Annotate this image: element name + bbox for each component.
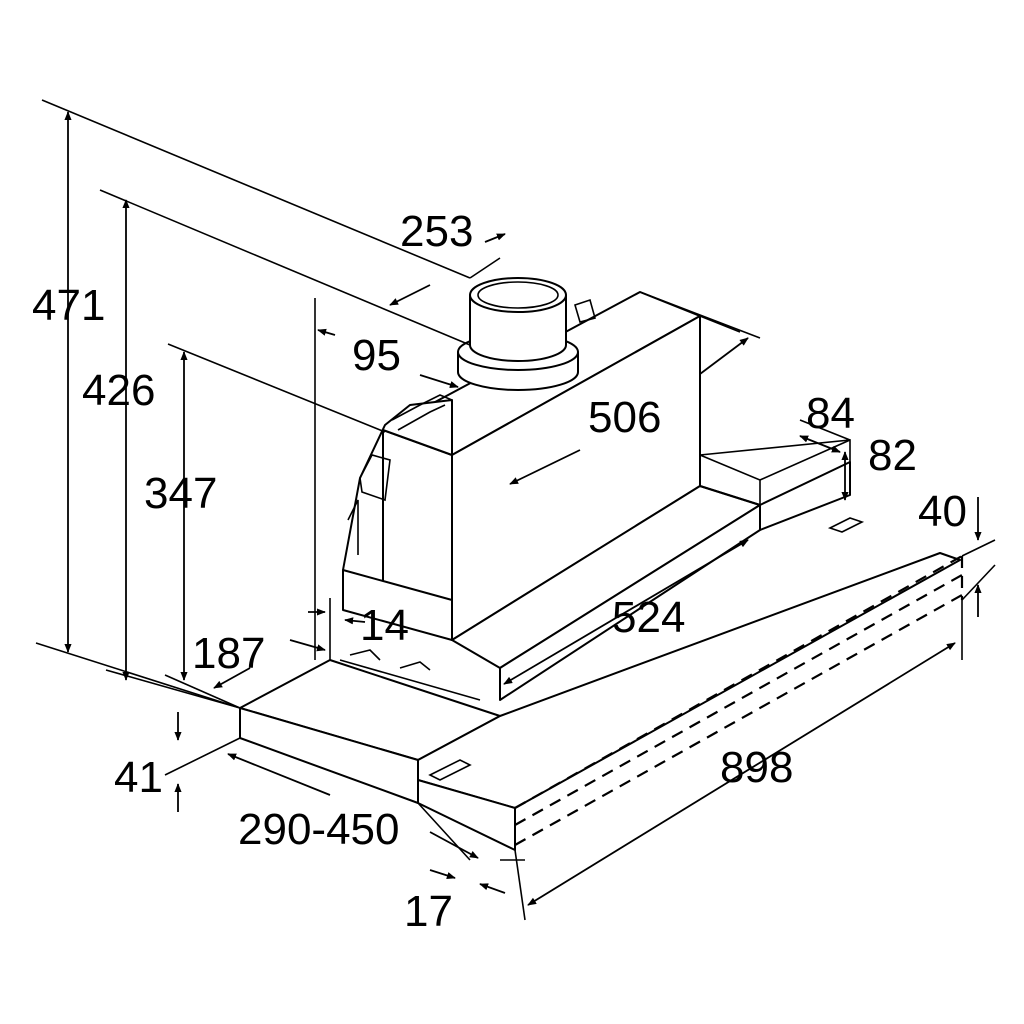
dim-95: 95	[352, 331, 401, 380]
dim-82: 82	[868, 431, 917, 480]
right-wing	[699, 461, 851, 531]
dim-187: 187	[192, 629, 265, 678]
tray-slot	[428, 759, 472, 781]
motor-detail-3	[347, 499, 359, 555]
dim-524: 524	[612, 593, 685, 642]
tray-slot-right	[827, 517, 865, 533]
dim-506: 506	[588, 393, 661, 442]
cabinet-bottom-detail	[339, 649, 481, 701]
dim-898: 898	[720, 743, 793, 792]
dim-426: 426	[82, 366, 155, 415]
dim-347: 347	[144, 469, 217, 518]
dim-253: 253	[400, 207, 473, 256]
motor-detail-1	[391, 394, 453, 421]
dim-41: 41	[114, 753, 163, 802]
dim-471: 471	[32, 281, 105, 330]
right-wing-top	[699, 439, 851, 462]
dim-84: 84	[806, 389, 855, 438]
dim-40: 40	[918, 487, 967, 536]
duct-outlet	[457, 277, 596, 391]
hood-body	[239, 291, 964, 851]
motor-detail-2	[397, 404, 446, 431]
extension-lines	[35, 99, 996, 921]
dimension-arrows	[64, 111, 982, 906]
dim-17: 17	[404, 887, 453, 936]
motor-bracket	[359, 454, 391, 502]
dim-14: 14	[360, 601, 409, 650]
dim-290-450: 290-450	[238, 805, 399, 854]
dimension-labels: 471 426 347 253 95 506 84 82 40 14 524 1…	[32, 207, 967, 936]
